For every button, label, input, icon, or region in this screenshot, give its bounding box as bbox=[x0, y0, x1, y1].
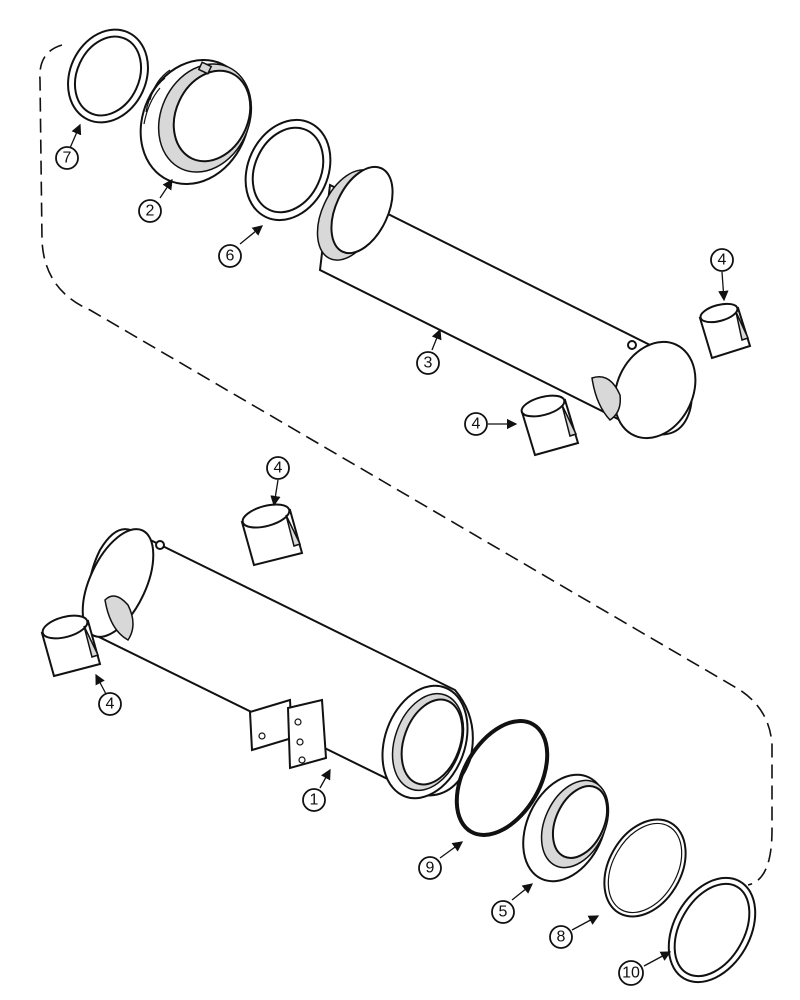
part-2-gland-nut bbox=[139, 58, 253, 186]
callout-4-far-left: 4 bbox=[95, 673, 122, 716]
callout-4-left-middle: 4 bbox=[266, 456, 290, 507]
part-4-bushing-upper-right bbox=[698, 302, 752, 360]
part-3-rod-tube bbox=[316, 165, 697, 440]
assembly-dashed-line bbox=[39, 44, 773, 886]
svg-text:5: 5 bbox=[499, 904, 508, 921]
part-5-piston bbox=[522, 773, 610, 883]
svg-text:10: 10 bbox=[622, 965, 640, 982]
svg-text:1: 1 bbox=[310, 792, 319, 809]
part-4-bushing-left-middle bbox=[240, 503, 304, 567]
svg-text:9: 9 bbox=[426, 860, 435, 877]
part-9-o-ring bbox=[454, 719, 550, 837]
svg-text:2: 2 bbox=[146, 203, 155, 220]
svg-text:6: 6 bbox=[226, 248, 235, 265]
callout-7: 7 bbox=[55, 123, 82, 170]
part-1-barrel bbox=[81, 528, 474, 800]
svg-text:4: 4 bbox=[106, 696, 115, 713]
part-4-bushing-far-left bbox=[40, 614, 102, 678]
svg-text:4: 4 bbox=[274, 460, 283, 477]
callout-4-middle: 4 bbox=[464, 412, 518, 436]
part-6-ring bbox=[244, 118, 332, 222]
part-10-ring bbox=[667, 876, 757, 984]
callout-6: 6 bbox=[218, 225, 264, 268]
callout-1: 1 bbox=[302, 768, 331, 812]
callout-3: 3 bbox=[416, 328, 442, 375]
svg-text:8: 8 bbox=[557, 929, 566, 946]
callout-8: 8 bbox=[549, 915, 600, 949]
svg-text:4: 4 bbox=[472, 416, 481, 433]
callout-9: 9 bbox=[418, 841, 464, 880]
svg-text:3: 3 bbox=[424, 355, 433, 372]
svg-text:7: 7 bbox=[63, 150, 72, 167]
part-4-bushing-middle bbox=[520, 394, 580, 457]
callout-10: 10 bbox=[618, 951, 672, 986]
svg-text:4: 4 bbox=[718, 252, 727, 269]
callout-2: 2 bbox=[138, 178, 173, 223]
part-8-snap-ring bbox=[603, 818, 687, 918]
callout-4-upper-right: 4 bbox=[710, 248, 734, 302]
part-7-ring bbox=[67, 28, 149, 124]
callout-5: 5 bbox=[491, 883, 534, 924]
